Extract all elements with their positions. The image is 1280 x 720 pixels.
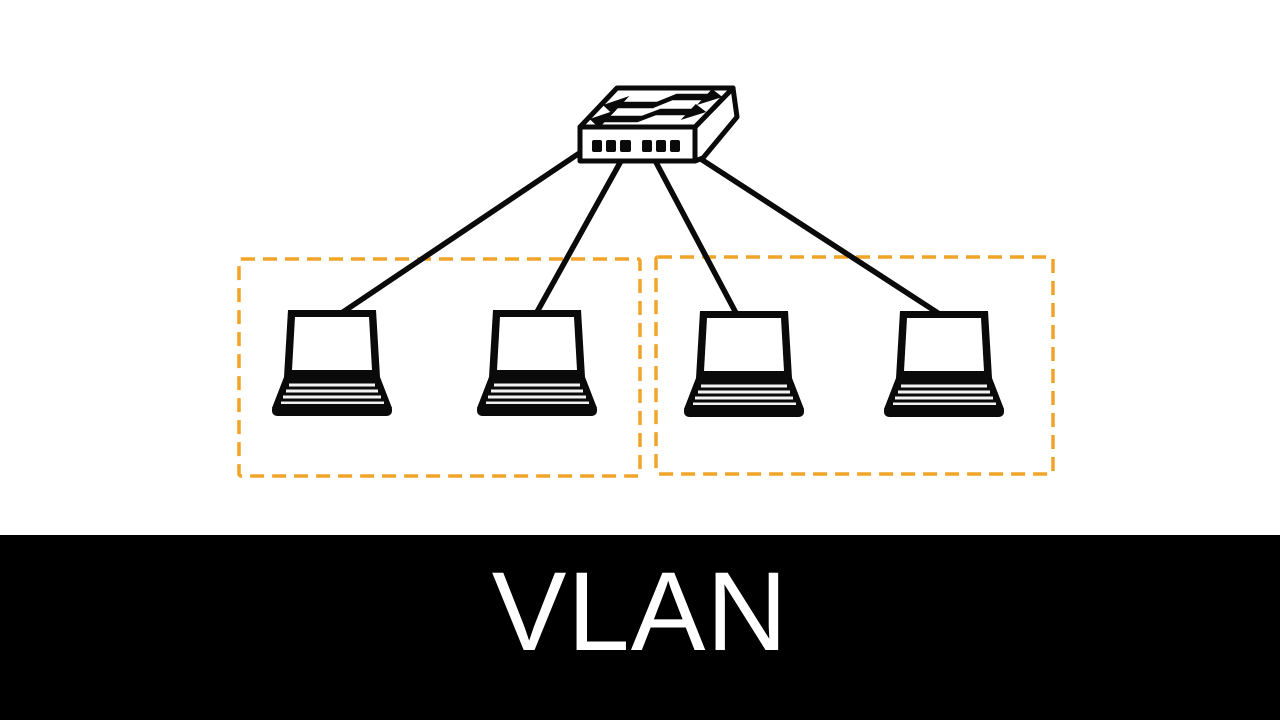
laptop-node-2 [475, 308, 599, 418]
switch-port [656, 140, 666, 152]
switch-port [642, 140, 652, 152]
caption-title: VLAN [491, 548, 789, 674]
vlan-group-box-2 [654, 255, 1055, 476]
cable-switch-laptop-2 [534, 149, 629, 315]
cable-switch-laptop-4 [687, 149, 941, 316]
vlan-group-box-1 [237, 257, 642, 478]
switch-port [670, 140, 680, 152]
network-diagram [237, 85, 1055, 478]
cable-switch-laptop-1 [340, 147, 587, 315]
laptop-node-3 [682, 309, 806, 419]
laptop-node-4 [882, 309, 1006, 419]
switch-ports [592, 140, 680, 152]
laptop-node-1 [270, 308, 394, 418]
caption-bar: VLAN [0, 535, 1280, 720]
switch-port [620, 140, 631, 152]
switch-port [592, 140, 602, 152]
switch-port [606, 140, 616, 152]
switch-arrows-icon [589, 89, 723, 128]
cable-switch-laptop-3 [647, 148, 739, 316]
switch-node [577, 85, 740, 164]
